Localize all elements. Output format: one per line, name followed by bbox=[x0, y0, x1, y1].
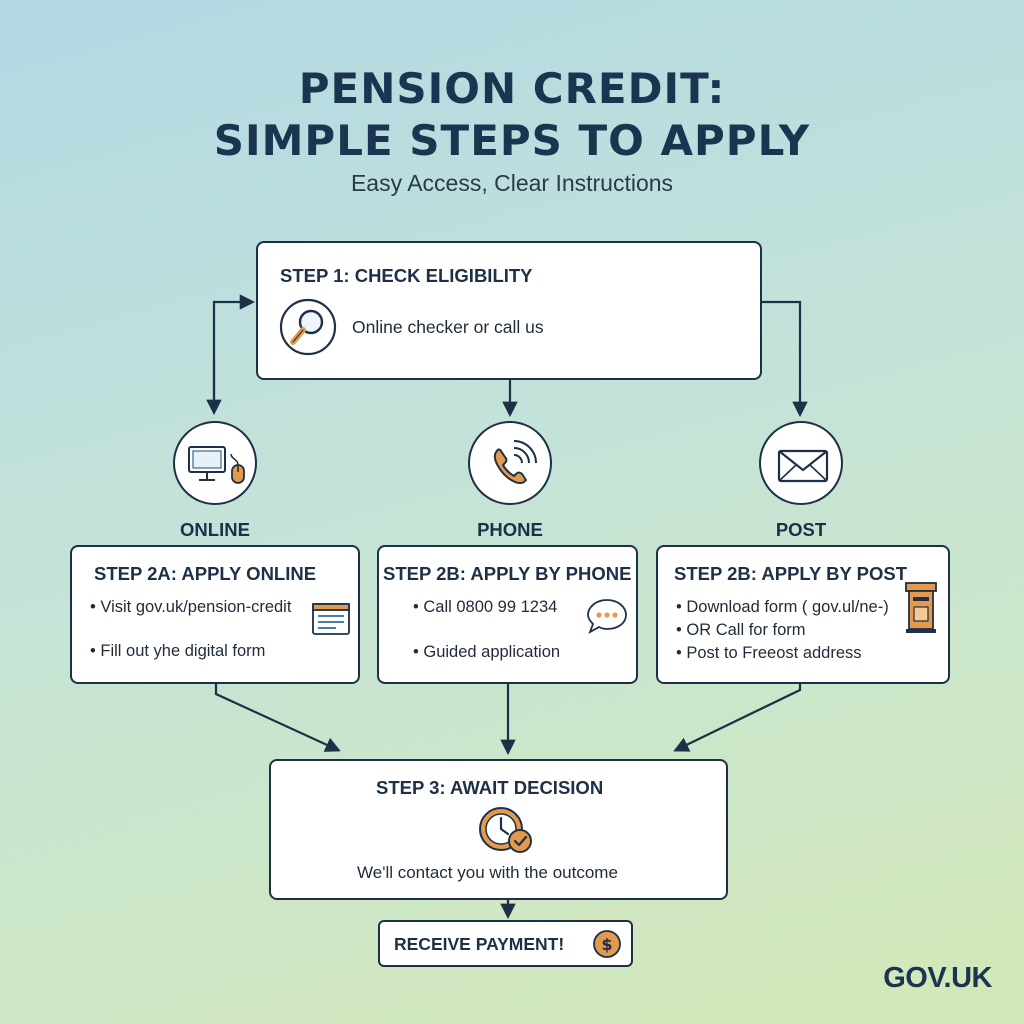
step1-title: STEP 1: CHECK ELIGIBILITY bbox=[280, 265, 533, 286]
step2b-post-title: STEP 2B: APPLY BY POST bbox=[674, 563, 908, 584]
browser-window-icon bbox=[312, 603, 350, 635]
arrow-to-post bbox=[762, 300, 808, 418]
step2b-phone-bullet-2: • Guided application bbox=[413, 643, 561, 661]
arrow-to-step1 bbox=[212, 294, 256, 412]
step2b-phone-bullet-1: • Call 0800 99 1234 bbox=[413, 598, 558, 616]
step2a-bullet-1: • Visit gov.uk/pension-credit bbox=[90, 598, 292, 616]
page-title-line1: PENSION CREDIT: bbox=[298, 64, 726, 113]
step2b-post-box: STEP 2B: APPLY BY POST • Download form (… bbox=[656, 545, 950, 684]
receive-payment-text: RECEIVE PAYMENT! bbox=[394, 934, 565, 954]
page-title-line2: SIMPLE STEPS TO APPLY bbox=[213, 116, 811, 165]
step3-title: STEP 3: AWAIT DECISION bbox=[376, 777, 604, 798]
online-channel-circle bbox=[173, 421, 257, 505]
phone-channel-circle bbox=[468, 421, 552, 505]
arrow-post-to-step3 bbox=[673, 684, 802, 752]
gov-uk-logo: GOV.UK bbox=[883, 962, 992, 994]
online-label: ONLINE bbox=[180, 519, 250, 540]
step1-text: Online checker or call us bbox=[352, 317, 544, 337]
magnifier-icon bbox=[279, 298, 337, 356]
clock-check-icon bbox=[479, 807, 532, 853]
page-subtitle: Easy Access, Clear Instructions bbox=[350, 170, 674, 196]
step2b-phone-box: STEP 2B: APPLY BY PHONE • Call 0800 99 1… bbox=[377, 545, 638, 684]
arrow-online-to-step3 bbox=[214, 684, 341, 752]
step2b-phone-title: STEP 2B: APPLY BY PHONE bbox=[383, 563, 632, 584]
dollar-coin-icon: $ bbox=[593, 930, 621, 958]
svg-text:$: $ bbox=[601, 935, 612, 954]
computer-mouse-icon bbox=[188, 446, 245, 484]
step2a-title: STEP 2A: APPLY ONLINE bbox=[94, 563, 317, 584]
receive-payment-box: RECEIVE PAYMENT! $ bbox=[378, 920, 633, 967]
step2b-post-bullet-2: • OR Call for form bbox=[676, 621, 806, 639]
step2a-bullet-2: • Fill out yhe digital form bbox=[90, 642, 266, 660]
post-channel-circle bbox=[759, 421, 843, 505]
phone-icon bbox=[493, 440, 537, 485]
step2a-box: STEP 2A: APPLY ONLINE • Visit gov.uk/pen… bbox=[70, 545, 360, 684]
step1-box: STEP 1: CHECK ELIGIBILITY Online checker… bbox=[256, 241, 762, 380]
step3-box: STEP 3: AWAIT DECISION We'll contact you… bbox=[269, 759, 728, 900]
step2b-post-bullet-1: • Download form ( gov.ul/ne-) bbox=[676, 598, 889, 616]
postbox-icon bbox=[905, 582, 937, 633]
envelope-icon bbox=[777, 449, 829, 483]
step3-text: We'll contact you with the outcome bbox=[357, 863, 618, 882]
post-label: POST bbox=[775, 519, 827, 540]
speech-bubble-icon bbox=[587, 599, 627, 634]
step2b-post-bullet-3: • Post to Freeost address bbox=[676, 644, 862, 662]
phone-label: PHONE bbox=[477, 519, 543, 540]
